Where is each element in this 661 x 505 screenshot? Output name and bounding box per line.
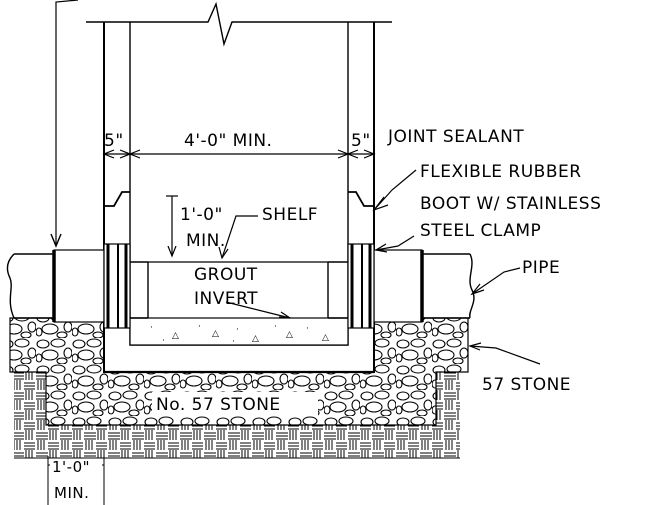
boot-label-line3: STEEL CLAMP: [420, 221, 541, 241]
svg-text:·: ·: [232, 337, 235, 347]
dim-interior-label: 4'-0" MIN.: [184, 131, 272, 151]
base-dim-label-line2: MIN.: [54, 484, 89, 502]
svg-text:·: ·: [150, 323, 153, 333]
base-stone-label: No. 57 STONE: [156, 395, 281, 415]
svg-text:△: △: [286, 330, 293, 340]
dim-wall-right-label: 5": [351, 131, 371, 151]
svg-text:△: △: [322, 333, 329, 343]
svg-text:·: ·: [274, 322, 277, 332]
shelf-height-label-line1: 1'-0": [180, 205, 223, 225]
rubber-boot-right: [347, 243, 424, 329]
svg-text:·: ·: [236, 325, 239, 335]
svg-text:·: ·: [162, 336, 165, 346]
wall-joints: [104, 191, 374, 207]
callout-leaders: [218, 169, 541, 365]
svg-text:·: ·: [198, 322, 201, 332]
svg-text:△: △: [172, 331, 179, 341]
base-dim-label-line1: 1'-0": [52, 458, 90, 476]
dim-wall-left-label: 5": [104, 131, 124, 151]
svg-text:·: ·: [306, 324, 309, 334]
stone-callout-label: 57 STONE: [482, 375, 571, 395]
boot-label-line2: BOOT W/ STAINLESS: [420, 194, 601, 214]
pipe-label: PIPE: [522, 258, 560, 278]
grout-label-line2: INVERT: [194, 289, 258, 309]
shelf-label: SHELF: [262, 205, 318, 225]
joint-sealant-label: JOINT SEALANT: [387, 127, 524, 147]
svg-text:△: △: [252, 334, 259, 344]
boot-label-line1: FLEXIBLE RUBBER: [420, 162, 582, 182]
rubber-boot-left: [52, 243, 131, 329]
svg-text:△: △: [212, 329, 219, 339]
grout-label-line1: GROUT: [194, 265, 258, 285]
top-leader: [50, 0, 79, 248]
shelf-height-label-line2: MIN.: [186, 231, 226, 251]
grout-invert: ·△· △·△ ·△· △··: [129, 317, 349, 347]
labels: 5" 4'-0" MIN. 5" JOINT SEALANT FLEXIBLE …: [50, 127, 601, 502]
